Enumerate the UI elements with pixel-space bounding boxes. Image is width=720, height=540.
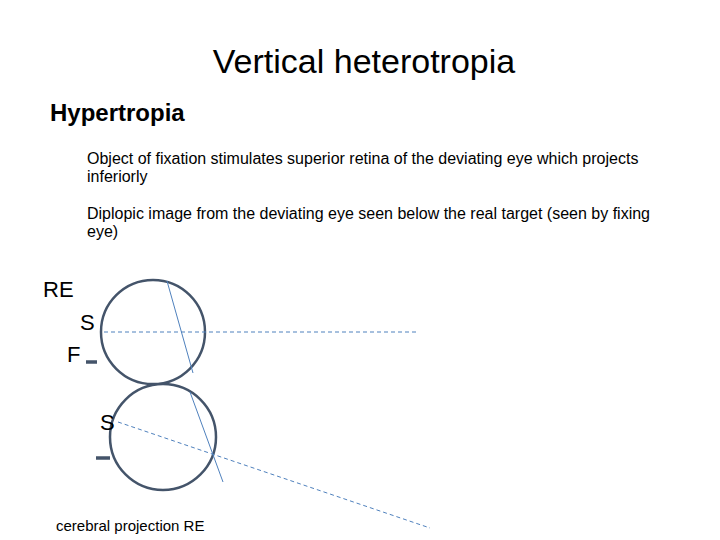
superior-label: S — [100, 411, 115, 435]
slide-title: Vertical heterotropia — [4, 42, 720, 81]
visual-axis — [167, 281, 193, 373]
visual-axis — [190, 392, 223, 482]
note-text: Object of fixation stimulates superior r… — [87, 150, 672, 185]
fovea-mark — [86, 360, 97, 364]
note-text: Diplopic image from the deviating eye se… — [87, 205, 672, 240]
subheading: Hypertropia — [50, 100, 185, 126]
left-eye-circle — [110, 384, 216, 490]
projection-line — [104, 332, 416, 333]
fovea-mark — [96, 456, 110, 460]
fovea-label: F — [67, 343, 80, 367]
caption-label: cerebral projection RE — [56, 518, 204, 535]
superior-label: S — [80, 311, 95, 335]
eye-label: RE — [43, 278, 74, 302]
projection-line — [118, 422, 430, 528]
